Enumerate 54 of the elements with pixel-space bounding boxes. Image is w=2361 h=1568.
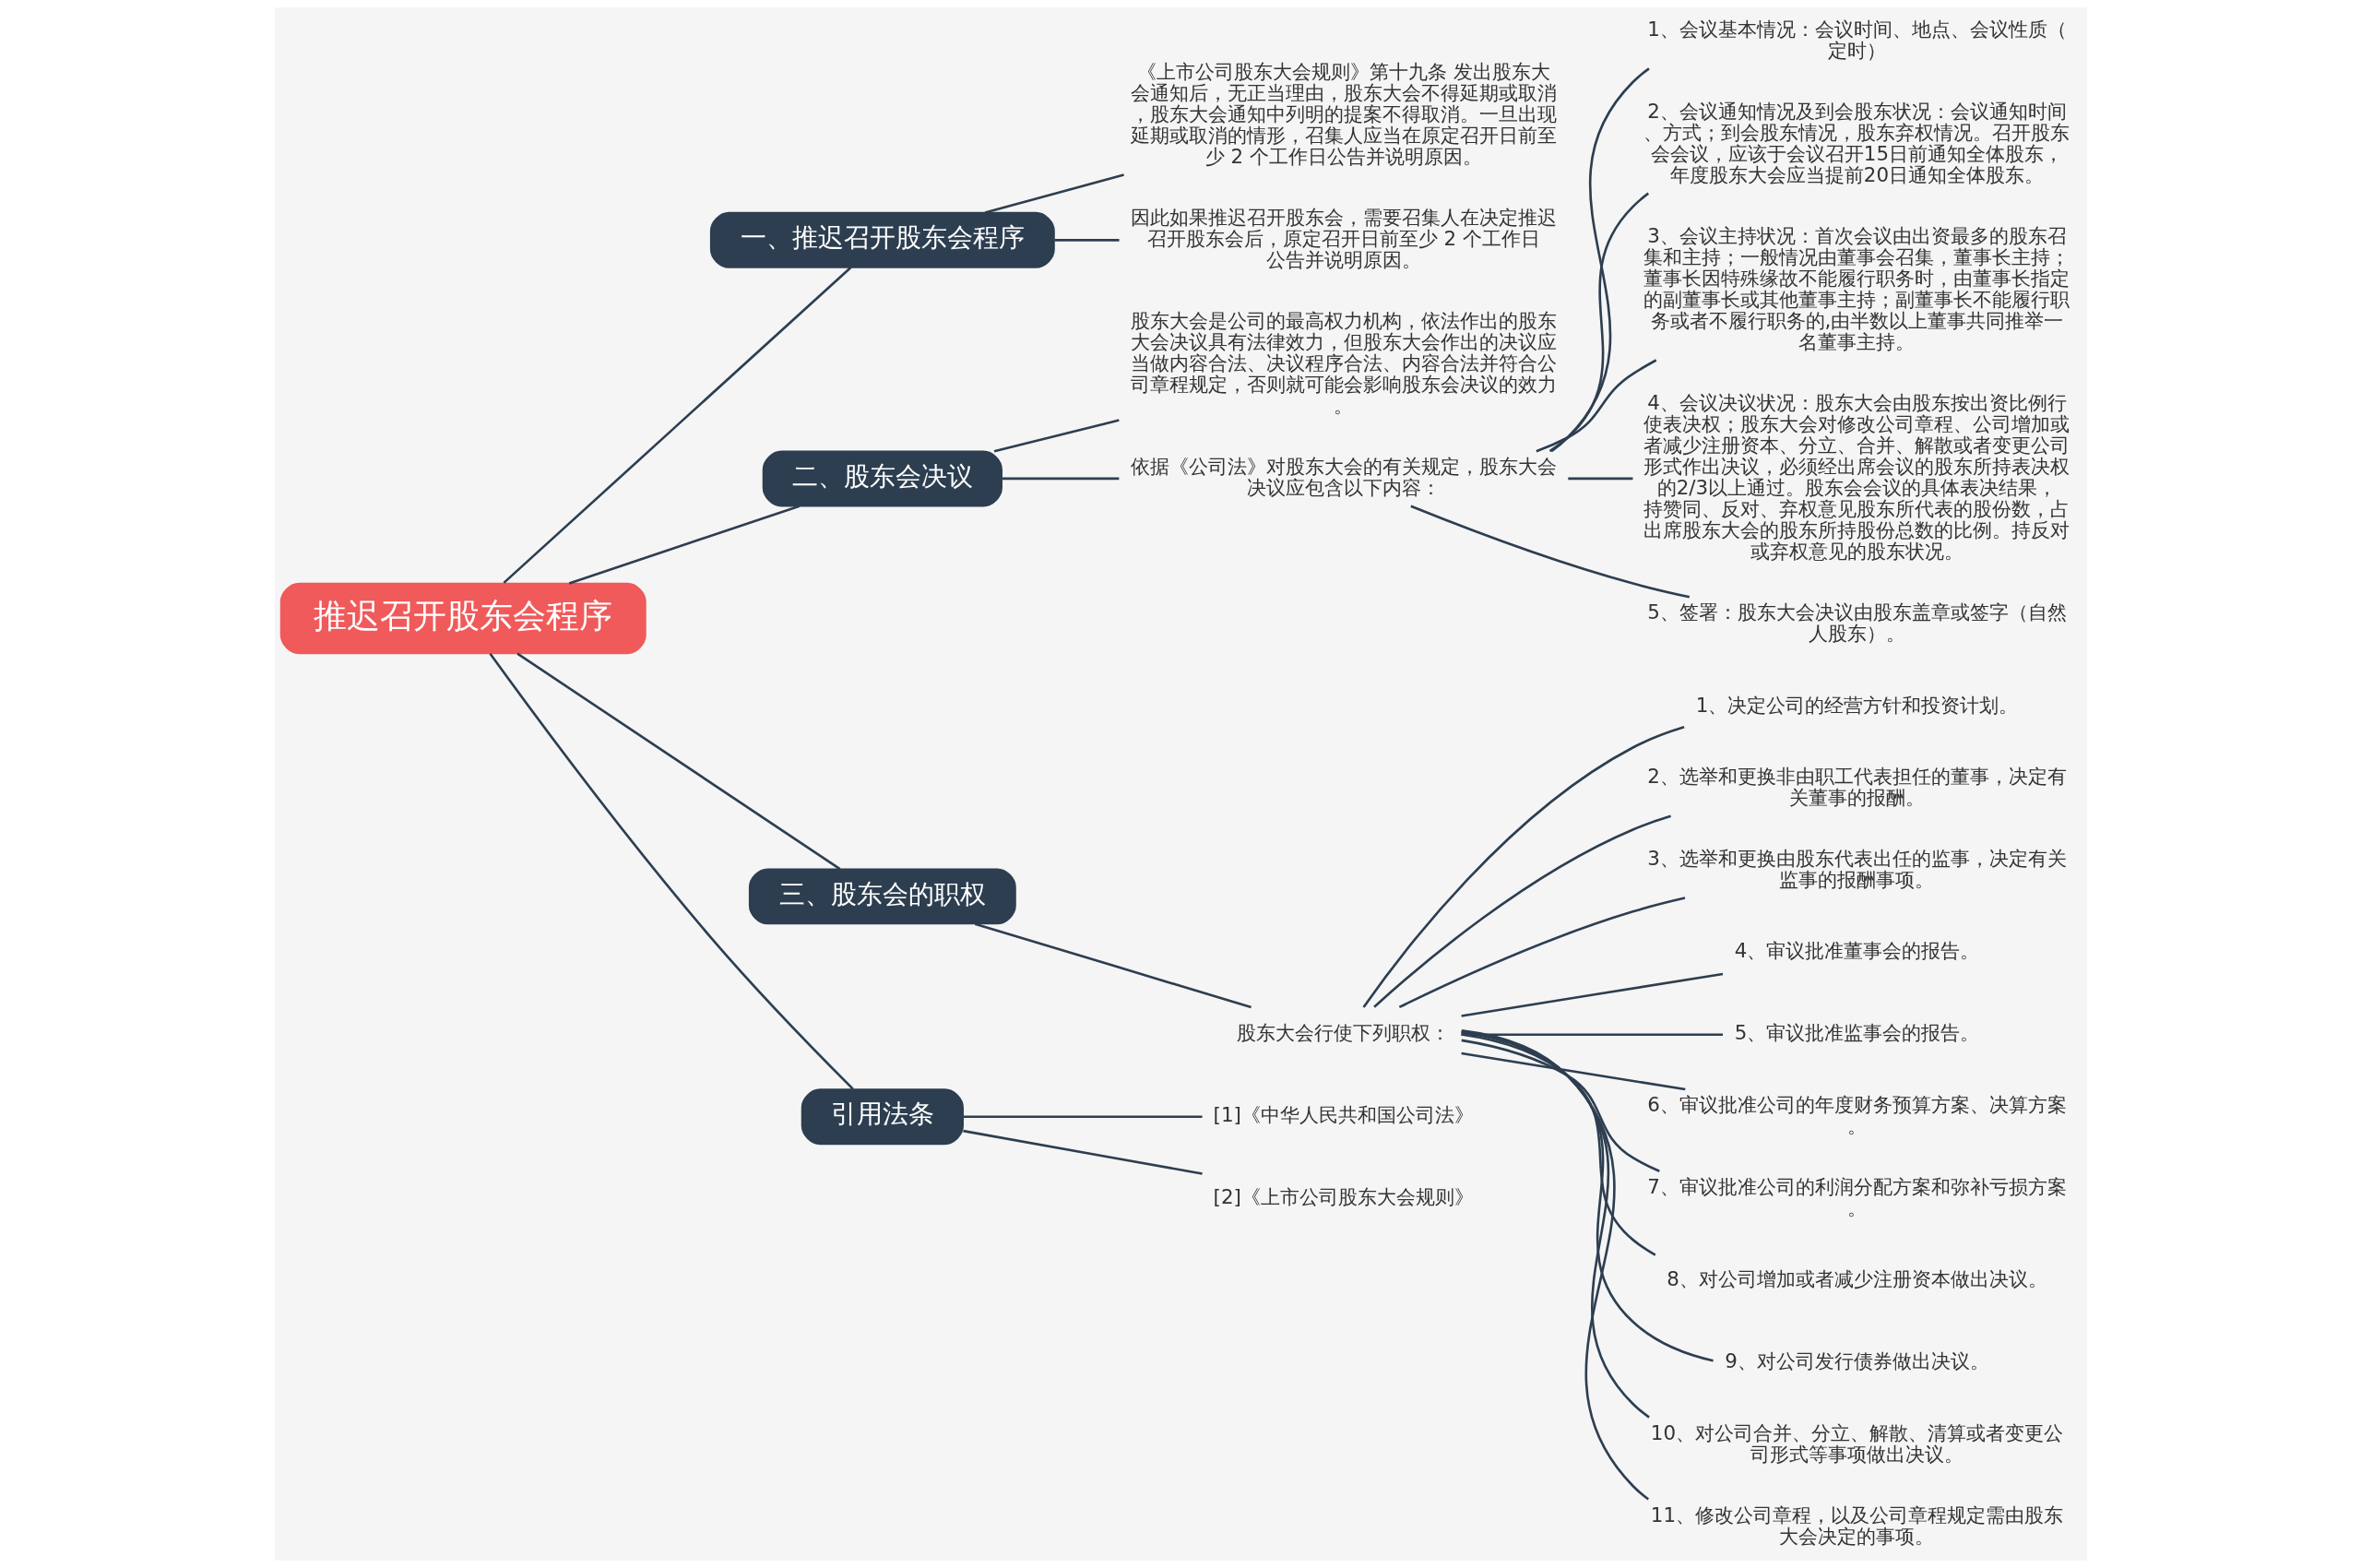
connector [1461,1039,1660,1172]
node-text: 1、会议基本情况：会议时间、地点、会议性质（定时） [1646,17,2067,62]
connector [502,267,851,584]
connector [488,653,854,1090]
connector [974,922,1252,1009]
node-text: 5、审议批准监事会的报告。 [1734,1021,1979,1045]
connector [1001,477,1119,481]
node-text: 3、选举和更换由股东代表出任的监事，决定有关监事的报酬事项。 [1646,846,2067,892]
node-text: 3、会议主持状况：首次会议由出资最多的股东召集和主持；一般情况由董事会召集，董事长主持；董事长因特殊缘故不能履行职务时，由董事长指定的副董事长或其他董事主持；副董事长不能履行职务或者不履行职务的,由半数以上董事共同推举一名董事主持。 [1643,223,2070,353]
connector [993,419,1120,453]
node-box: 二、股东会决议 [762,450,1003,507]
node-text: 7、审议批准公司的利润分配方案和弥补亏损方案。 [1646,1174,2067,1219]
connector [1567,477,1632,481]
node-box: 三、股东会的职权 [748,868,1016,925]
connector [1460,972,1723,1017]
node-text: 2、选举和更换非由职工代表担任的董事，决定有关董事的报酬。 [1646,765,2067,810]
connector [962,1129,1203,1175]
connector [1549,67,1650,453]
connector [1398,897,1685,1009]
node-text: 8、对公司增加或者减少注册资本做出决议。 [1666,1267,2047,1291]
node-text: 4、会议决议状况：股东大会由股东按出资比例行使表决权；股东大会对修改公司章程、公司增加或者减少注册资本、分立、合并、解散或者变更公司形式作出决议，必须经出席会议的股东所持表决权的2/3以上通过。股东会会议的具体表决结果，持赞同、反对、弃权意见股东所代表的股份数，占出席股东大会的股东所持股份总数的比例。持反对或弃权意见的股东状况。 [1643,390,2070,564]
node-text: 10、对公司合并、分立、解散、清算或者变更公司形式等事项做出决议。 [1650,1420,2063,1466]
connector [1461,1029,1650,1419]
node-text: 股东大会是公司的最高权力机构，依法作出的股东大会决议具有法律效力，但股东大会作出的决议应当做内容合法、决议程序合法、内容合法并符合公司章程规定，否则就可能会影响股东会决议的效力。 [1130,308,1557,418]
node-text: 《上市公司股东大会规则》第十九条 发出股东大会通知后，无正当理由，股东大会不得延期或取消，股东大会通知中列明的提案不得取消。一旦出现延期或取消的情形，召集人应当在原定召开日前至少 2 个工作日公告并说明原因。 [1130,59,1557,168]
connector [1460,1051,1685,1091]
connector [962,1115,1203,1119]
node-text: 因此如果推迟召开股东会，需要召集人在决定推迟召开股东会后，原定召开日前至少 2 个工作日公告并说明原因。 [1130,205,1557,271]
node-box: 推迟召开股东会程序 [279,582,647,655]
node-text: [2]《上市公司股东大会规则》 [1213,1185,1474,1209]
connector [1460,1033,1655,1256]
connector [1372,814,1671,1008]
connector [568,505,800,585]
node-box: 引用法条 [801,1088,964,1146]
node-text: 6、审议批准公司的年度财务预算方案、决算方案。 [1646,1092,2067,1137]
connector [984,173,1124,214]
node-text: 4、审议批准董事会的报告。 [1734,939,1979,963]
node-text: 11、修改公司章程，以及公司章程规定需由股东大会决定的事项。 [1650,1503,2063,1548]
node-text: 1、决定公司的经营方针和投资计划。 [1695,693,2018,717]
connector [516,652,840,871]
connector [1053,239,1120,242]
connector [1461,1028,1649,1501]
connector [1460,1030,1714,1362]
node-box: 一、推迟召开股东会程序 [709,211,1055,268]
node-text: 5、签署：股东大会决议由股东盖章或签字（自然人股东）。 [1646,600,2067,646]
connector [1361,726,1684,1008]
connector [1548,192,1649,453]
node-text: 9、对公司发行债券做出决议。 [1724,1349,1989,1373]
node-text: [1]《中华人民共和国公司法》 [1213,1103,1474,1127]
connector [1409,505,1690,599]
node-text: 依据《公司法》对股东大会的有关规定，股东大会决议应包含以下内容： [1130,455,1557,500]
node-text: 股东大会行使下列职权： [1236,1021,1450,1045]
connector [1535,359,1656,453]
node-text: 2、会议通知情况及到会股东状况：会议通知时间、方式；到会股东情况，股东弃权情况。召开股东会会议，应该于会议召开15日前通知全体股东，年度股东大会应当提前20日通知全体股东。 [1643,99,2070,186]
